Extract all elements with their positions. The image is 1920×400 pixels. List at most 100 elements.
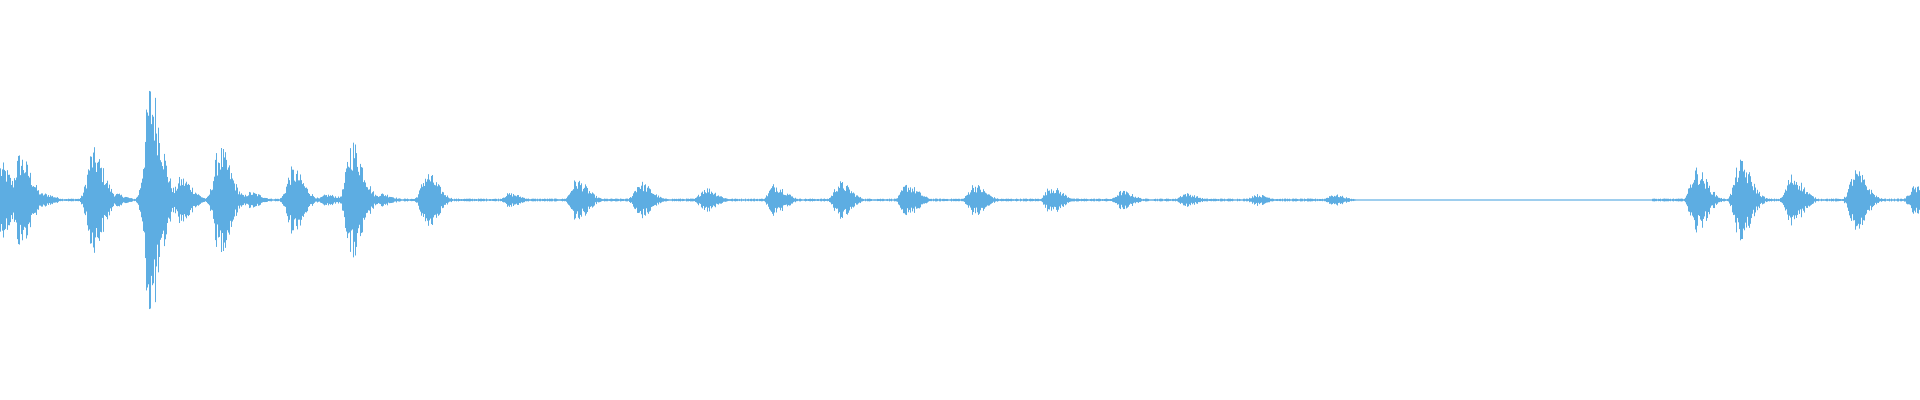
- waveform-sample: [722, 197, 723, 203]
- waveform-sample: [910, 187, 911, 213]
- waveform-sample: [179, 176, 180, 224]
- waveform-sample: [1428, 199, 1429, 201]
- waveform-sample: [1905, 198, 1906, 202]
- waveform-sample: [1319, 198, 1320, 202]
- waveform-sample: [1650, 199, 1651, 201]
- waveform-sample: [871, 199, 872, 201]
- waveform-sample: [1154, 199, 1155, 201]
- waveform-sample: [607, 198, 608, 202]
- waveform-sample: [1736, 167, 1737, 233]
- waveform-sample: [1638, 199, 1639, 201]
- waveform-sample: [1183, 194, 1184, 206]
- waveform-sample: [338, 196, 339, 204]
- waveform-sample: [1459, 199, 1460, 201]
- waveform-sample: [1350, 199, 1351, 201]
- waveform-sample: [749, 199, 750, 201]
- waveform-sample: [328, 194, 329, 206]
- waveform-sample: [319, 198, 320, 202]
- waveform-sample: [1218, 198, 1219, 202]
- waveform-sample: [980, 189, 981, 211]
- waveform-sample: [744, 199, 745, 201]
- waveform-sample: [1286, 199, 1287, 201]
- waveform-sample: [727, 198, 728, 202]
- waveform-sample: [639, 187, 640, 213]
- waveform-sample: [625, 198, 626, 202]
- waveform-sample: [574, 180, 575, 220]
- waveform-sample: [651, 193, 652, 207]
- waveform-sample: [517, 195, 518, 205]
- waveform-sample: [449, 198, 450, 202]
- waveform-sample: [1419, 199, 1420, 201]
- waveform-sample: [1186, 196, 1187, 204]
- waveform-sample: [1493, 199, 1494, 201]
- waveform-sample: [966, 195, 967, 205]
- waveform-sample: [202, 197, 203, 203]
- waveform-sample: [1534, 199, 1535, 201]
- waveform-sample: [818, 198, 819, 202]
- waveform-sample: [600, 198, 601, 202]
- waveform-sample: [1617, 199, 1618, 201]
- waveform-sample: [668, 199, 669, 201]
- waveform-sample: [80, 198, 81, 203]
- waveform-sample: [1047, 188, 1048, 212]
- waveform-sample: [1438, 199, 1439, 201]
- waveform-sample: [206, 198, 207, 202]
- waveform-sample: [41, 193, 42, 207]
- waveform-sample: [840, 181, 841, 219]
- waveform-sample: [1862, 174, 1863, 226]
- waveform-sample: [1713, 191, 1714, 209]
- waveform-sample: [598, 197, 599, 203]
- waveform-sample: [1273, 198, 1274, 202]
- waveform-sample: [547, 198, 548, 202]
- waveform-sample: [1897, 198, 1898, 202]
- waveform-sample: [31, 185, 32, 215]
- waveform-sample: [516, 196, 517, 204]
- waveform-sample: [860, 196, 861, 204]
- waveform-sample: [13, 187, 14, 213]
- waveform-sample: [1338, 197, 1339, 203]
- waveform-sample: [240, 194, 241, 206]
- waveform-sample: [506, 196, 507, 204]
- waveform-sample: [1890, 199, 1891, 201]
- waveform-sample: [654, 194, 655, 206]
- waveform-sample: [158, 127, 159, 273]
- waveform-sample: [483, 198, 484, 202]
- waveform-sample: [1354, 199, 1355, 201]
- waveform-sample: [578, 182, 579, 218]
- waveform-sample: [1393, 199, 1394, 201]
- waveform-sample: [336, 197, 337, 203]
- waveform-sample: [1541, 199, 1542, 201]
- waveform-sample: [1861, 182, 1862, 218]
- waveform-sample: [1373, 199, 1374, 201]
- waveform-sample: [797, 198, 798, 202]
- waveform-sample: [656, 194, 657, 206]
- waveform-sample: [1246, 198, 1247, 202]
- waveform-sample: [1211, 198, 1212, 202]
- waveform-sample: [815, 199, 816, 201]
- waveform-sample: [1315, 198, 1316, 202]
- waveform-sample: [1657, 199, 1658, 201]
- waveform-sample: [905, 185, 906, 215]
- waveform-sample: [1520, 199, 1521, 201]
- waveform-sample: [187, 184, 188, 216]
- waveform-sample: [1375, 199, 1376, 201]
- waveform-sample: [453, 199, 454, 201]
- waveform-sample: [469, 198, 470, 202]
- waveform-sample: [1771, 198, 1772, 202]
- waveform-sample: [1627, 199, 1628, 201]
- waveform-sample: [487, 199, 488, 201]
- waveform-sample: [1754, 183, 1755, 217]
- waveform-sample: [101, 167, 102, 233]
- waveform-sample: [1809, 193, 1810, 207]
- waveform-sample: [532, 198, 533, 202]
- waveform-sample: [32, 186, 33, 214]
- waveform-sample: [1642, 199, 1643, 201]
- waveform-sample: [1498, 199, 1499, 201]
- waveform-sample: [593, 193, 594, 207]
- waveform-sample: [1538, 199, 1539, 201]
- waveform-sample: [1, 175, 2, 225]
- waveform-sample: [653, 194, 654, 207]
- waveform-sample: [856, 195, 857, 205]
- waveform-sample: [605, 198, 606, 202]
